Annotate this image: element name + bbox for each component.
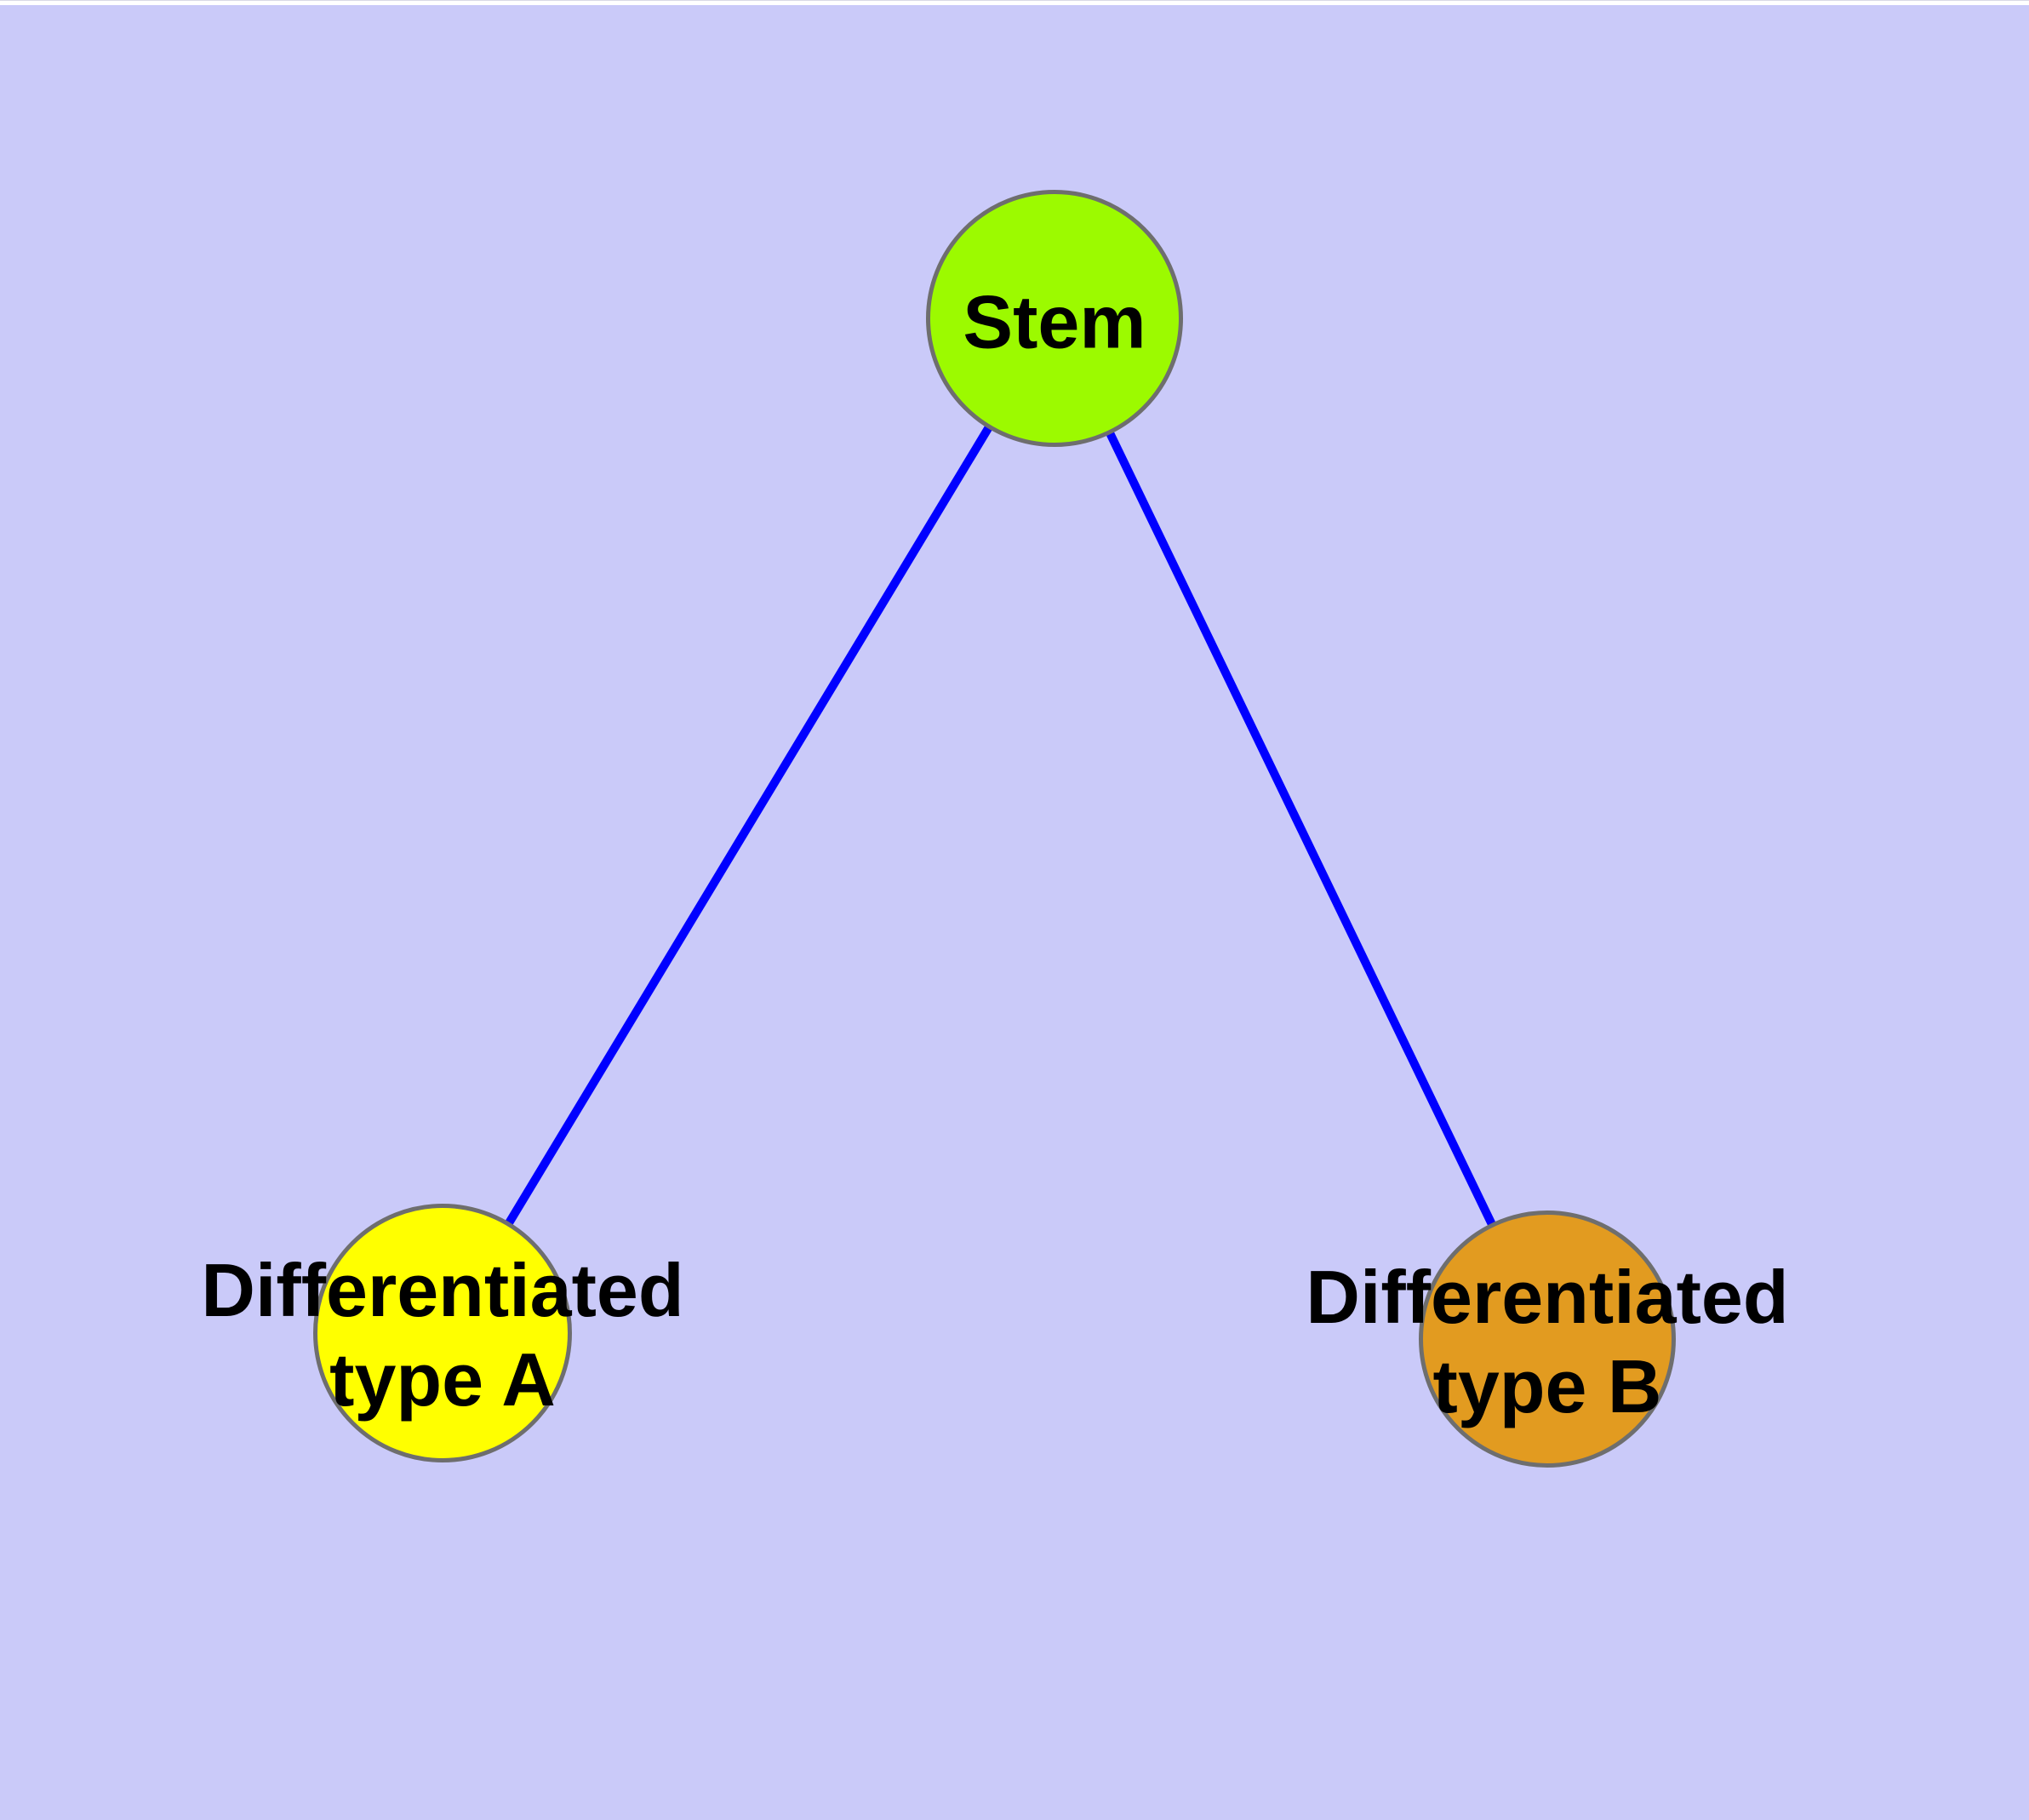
- edge-stem-to-type-a: [438, 316, 1059, 1336]
- node-differentiated-type-a-label: Differentiated type A: [201, 1245, 683, 1424]
- node-stem-label: Stem: [963, 279, 1146, 364]
- node-differentiated-type-b-label-line1: Differentiated: [1306, 1255, 1789, 1339]
- node-differentiated-type-b-label-line2: type B: [1432, 1344, 1662, 1428]
- node-differentiated-type-a-label-line2: type A: [329, 1337, 556, 1422]
- edge-stem-to-type-b: [1050, 316, 1552, 1342]
- node-differentiated-type-a-label-line1: Differentiated: [201, 1248, 684, 1332]
- top-margin-strip: [0, 0, 2029, 5]
- node-differentiated-type-b-label: Differentiated type B: [1306, 1252, 1788, 1431]
- node-differentiated-type-a: [313, 1204, 572, 1462]
- node-differentiated-type-b: [1419, 1210, 1676, 1468]
- node-stem: [926, 190, 1183, 447]
